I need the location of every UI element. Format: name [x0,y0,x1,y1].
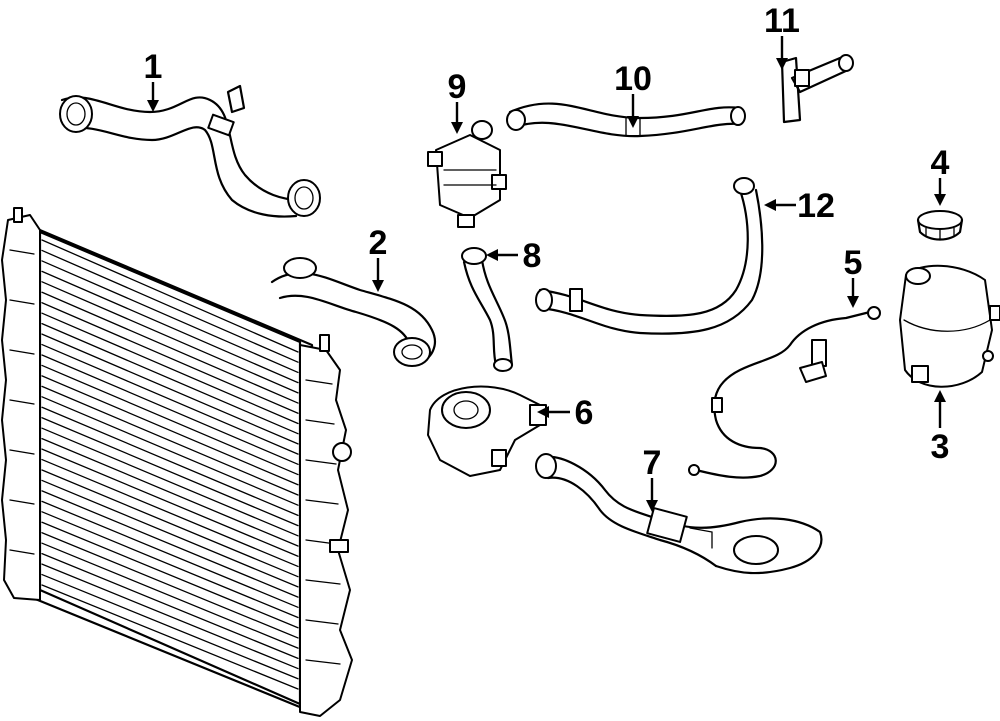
callout-4: 4 [931,144,950,182]
radiator-fin [41,563,299,670]
radiator-fin [41,270,299,384]
radiator-fin [41,343,299,455]
radiator-fin [41,375,299,486]
hose-bracket-11 [780,54,854,124]
callout-5: 5 [844,244,863,282]
callout-9: 9 [448,68,467,106]
radiator-fin [41,542,299,649]
callout-2: 2 [369,224,388,262]
radiator-fin [41,302,299,414]
radiator-fin [41,448,299,557]
reservoir-cap [916,210,964,241]
radiator-fin [41,249,299,363]
upper-radiator-hose [59,84,321,218]
callout-10: 10 [614,60,652,98]
coolant-hose-8 [461,247,514,372]
radiator-fin [41,333,299,445]
radiator-fin [41,532,299,639]
radiator-fin [41,490,299,598]
sensor-harness-5 [688,306,881,479]
radiator-fin [41,385,299,496]
radiator-fin [41,479,299,588]
coolant-valve [427,120,507,228]
radiator-fin [41,521,299,629]
radiator-fin [41,291,299,404]
lower-radiator-hose [270,257,437,367]
callout-7: 7 [643,444,662,482]
radiator-fin [41,239,299,353]
callout-1: 1 [144,48,163,86]
callout-6: 6 [575,394,594,432]
radiator-fin [41,260,299,374]
callout-labels: 1 2 3 4 5 6 7 8 9 10 11 12 [144,2,950,482]
radiator-fin [41,354,299,465]
radiator-fin [41,573,299,680]
radiator-fin [41,458,299,568]
callout-12: 12 [797,187,835,225]
radiator-fin [41,552,299,660]
radiator-fin [41,396,299,506]
coolant-hose-10 [506,102,746,138]
radiator-fin [41,281,299,394]
radiator-fin [41,511,299,619]
callout-3: 3 [931,428,950,466]
radiator-fin [41,364,299,476]
radiator-fin [41,500,299,608]
radiator [1,207,353,717]
callout-8: 8 [523,237,542,275]
radiator-fin [41,312,299,425]
coolant-reservoir [899,264,1000,388]
radiator-fin [41,406,299,517]
radiator-fin [41,469,299,578]
radiator-fin [41,322,299,435]
radiator-fin [41,584,299,690]
radiator-fin [41,417,299,527]
radiator-fin [41,427,299,537]
coolant-hose-12 [535,177,764,335]
coolant-hose-assembly-7 [535,453,823,575]
radiator-fin [41,437,299,547]
leader-lines [147,36,946,512]
water-pump [427,385,547,477]
callout-11: 11 [764,2,800,40]
